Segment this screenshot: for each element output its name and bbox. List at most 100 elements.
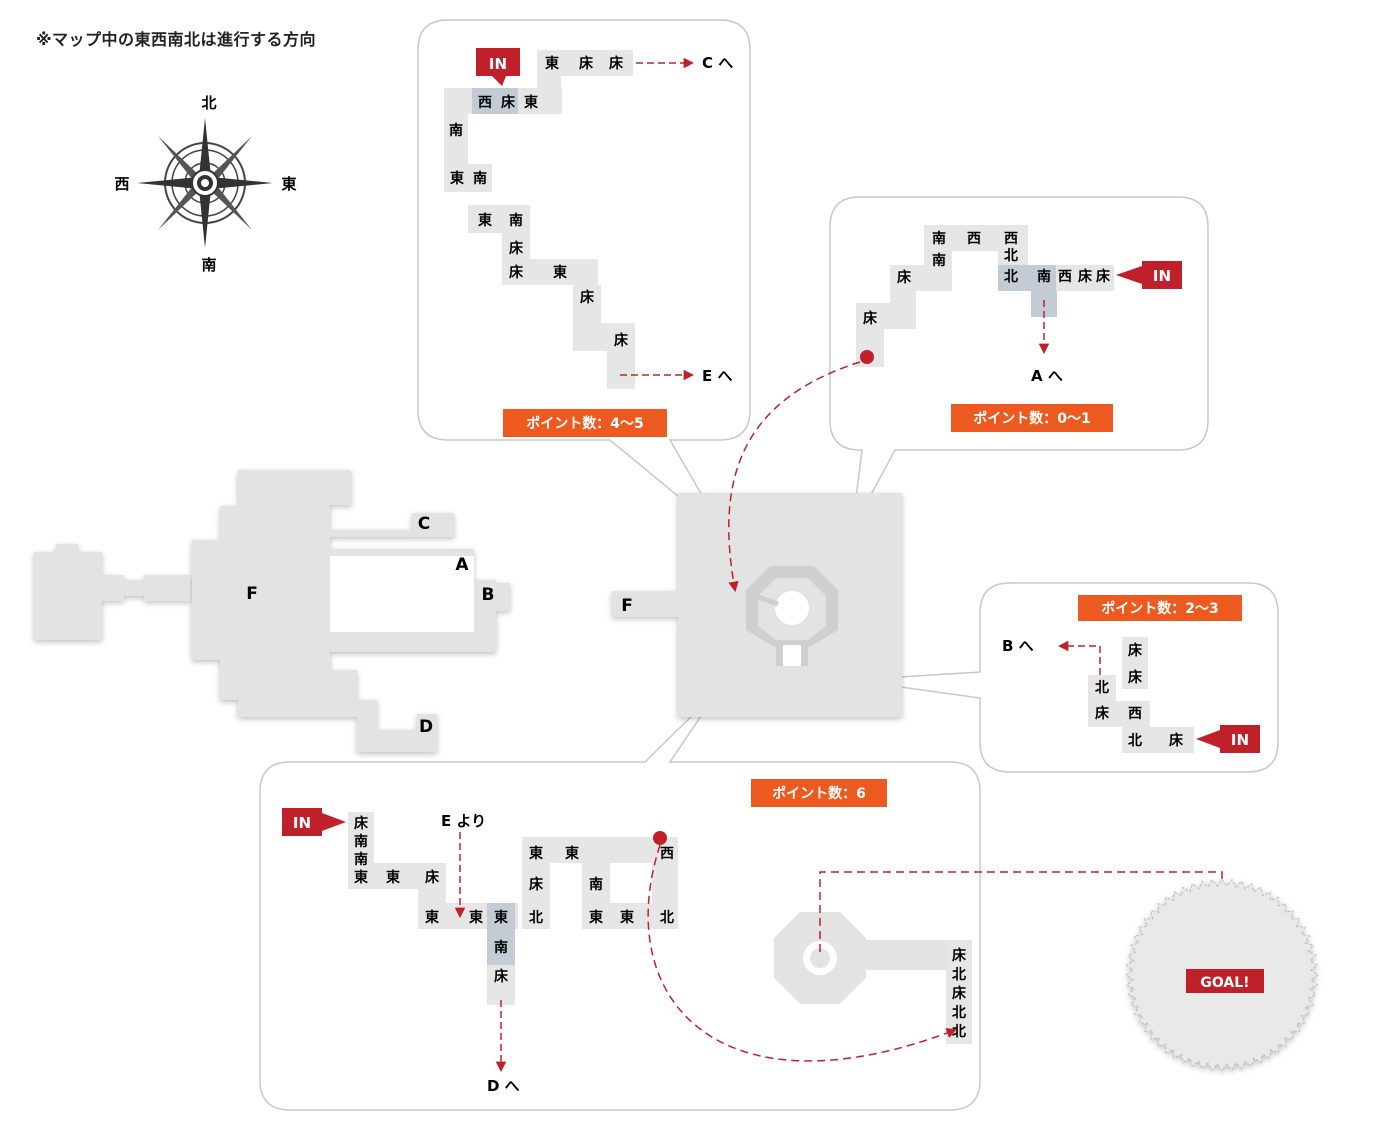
panel3-arrow-to-b [1057,640,1101,675]
panel3-points-badge [1078,595,1242,621]
panel3-to-b-label: B へ [1002,637,1034,655]
panel-route-1 [417,19,751,536]
panel2-tile: 北 [1004,269,1018,285]
panel1-tile: 床 [609,55,624,72]
panel1-tile: 西 [478,95,492,111]
panel2-tile: 北 [1004,248,1018,264]
panel4-tile: 東 [565,845,579,862]
panel2-tile: 西 [1058,269,1072,285]
panel1-tile: 床 [580,289,595,306]
panel2-warp-arrow [728,361,861,593]
panel4-tile: 床 [952,947,967,964]
panel3-in-label: IN [1231,731,1249,749]
panel2-tile: 南 [932,230,946,247]
panel1-points-label: ポイント数：4〜5 [526,415,643,432]
panel2-to-a-label: A へ [1031,367,1063,385]
compass-west-label: 西 [114,175,129,193]
panel4-tile: 南 [354,851,368,868]
panel1-tile: 東 [553,264,567,281]
panel1-tile: 床 [509,240,524,257]
center-map-f-label: F [621,596,633,616]
panel4-tile: 北 [952,1005,966,1021]
panel4-tile: 東 [425,909,439,926]
panel2-points-label: ポイント数：0〜1 [973,410,1090,427]
panel3-tile: 西 [1128,706,1142,722]
panel4-tile: 東 [469,909,483,926]
left-map-c-label: C [418,514,430,534]
panel4-tile: 床 [529,876,544,893]
panel1-in-label: IN [489,55,507,73]
panel4-tile: 床 [494,968,509,985]
panel4-tile: 南 [354,833,368,850]
panel1-tile: 床 [579,55,594,72]
panel3-points-label: ポイント数：2〜3 [1101,600,1218,617]
panel4-boss-room-map [774,912,946,1004]
panel2-tile: 南 [932,252,946,269]
panel1-tile: 東 [545,55,559,72]
panel4-tile: 北 [952,1024,966,1040]
compass-east-label: 東 [281,175,296,193]
panel4-tile: 北 [952,967,966,983]
panel4-warp-start-dot [653,831,667,845]
panel1-tile: 東 [450,170,464,187]
compass-north-label: 北 [201,94,216,112]
panel4-tile: 南 [589,876,603,893]
left-dungeon-map [34,470,510,752]
panel1-in-marker [476,48,520,86]
panel3-tile: 北 [1128,733,1142,749]
panel4-tile: 北 [660,910,674,926]
panel4-tile: 東 [354,869,368,886]
panel1-tile: 南 [509,212,523,229]
panel1-tile: 床 [509,264,524,281]
panel3-tile: 床 [1128,642,1143,659]
panel4-points-label: ポイント数：6 [772,785,866,802]
panel2-tile: 床 [1096,268,1111,285]
panel3-in-marker [1196,725,1260,753]
panel1-to-c-label: C へ [702,54,733,72]
panel4-warp-arrow [647,844,957,1062]
left-map-f-label: F [246,584,258,604]
panel1-tile: 南 [449,122,463,139]
panel4-in-marker [282,808,346,836]
panel4-in-label: IN [293,814,311,832]
panel4-tile: 南 [494,939,508,956]
left-map-a-label: A [455,555,469,575]
panel2-points-badge [951,404,1113,432]
compass-south-label: 南 [201,256,216,274]
panel1-to-e-label: E へ [702,367,732,385]
panel4-tile: 東 [494,909,508,926]
panel-route-2 [829,196,1209,531]
panel3-tile: 床 [1169,732,1184,749]
compass-icon [137,118,273,248]
panel4-tile: 東 [386,869,400,886]
goal-label: GOAL! [1200,975,1249,991]
goal-badge [1186,969,1264,993]
panel2-in-marker [1116,261,1182,289]
panel3-tile: 床 [1128,669,1143,686]
panel4-points-badge [751,779,887,807]
panel2-tile: 西 [1004,231,1018,247]
left-map-d-label: D [419,717,433,737]
panel1-tile: 南 [473,170,487,187]
panel1-points-badge [503,409,667,437]
panel2-tile: 床 [1078,268,1093,285]
panel2-tile: 南 [1037,268,1051,285]
panel4-to-d-label: D へ [487,1077,520,1095]
panel2-in-label: IN [1153,267,1171,285]
map-note: ※マップ中の東西南北は進行する方向 [36,30,317,49]
left-map-b-label: B [482,585,495,605]
panel4-tile: 床 [425,869,440,886]
panel4-tile: 東 [529,845,543,862]
panel1-tile: 床 [501,94,516,111]
panel4-tile: 東 [620,909,634,926]
panel2-warp-start-dot [860,350,874,364]
panel2-tile: 西 [967,231,981,247]
panel1-tile: 東 [478,212,492,229]
panel2-tile: 床 [863,310,878,327]
panel3-tile: 床 [1095,705,1110,722]
panel4-tile: 床 [354,815,369,832]
panel4-tile: 西 [660,846,674,862]
panel3-tile: 北 [1095,680,1109,696]
panel4-tile: 床 [952,985,967,1002]
